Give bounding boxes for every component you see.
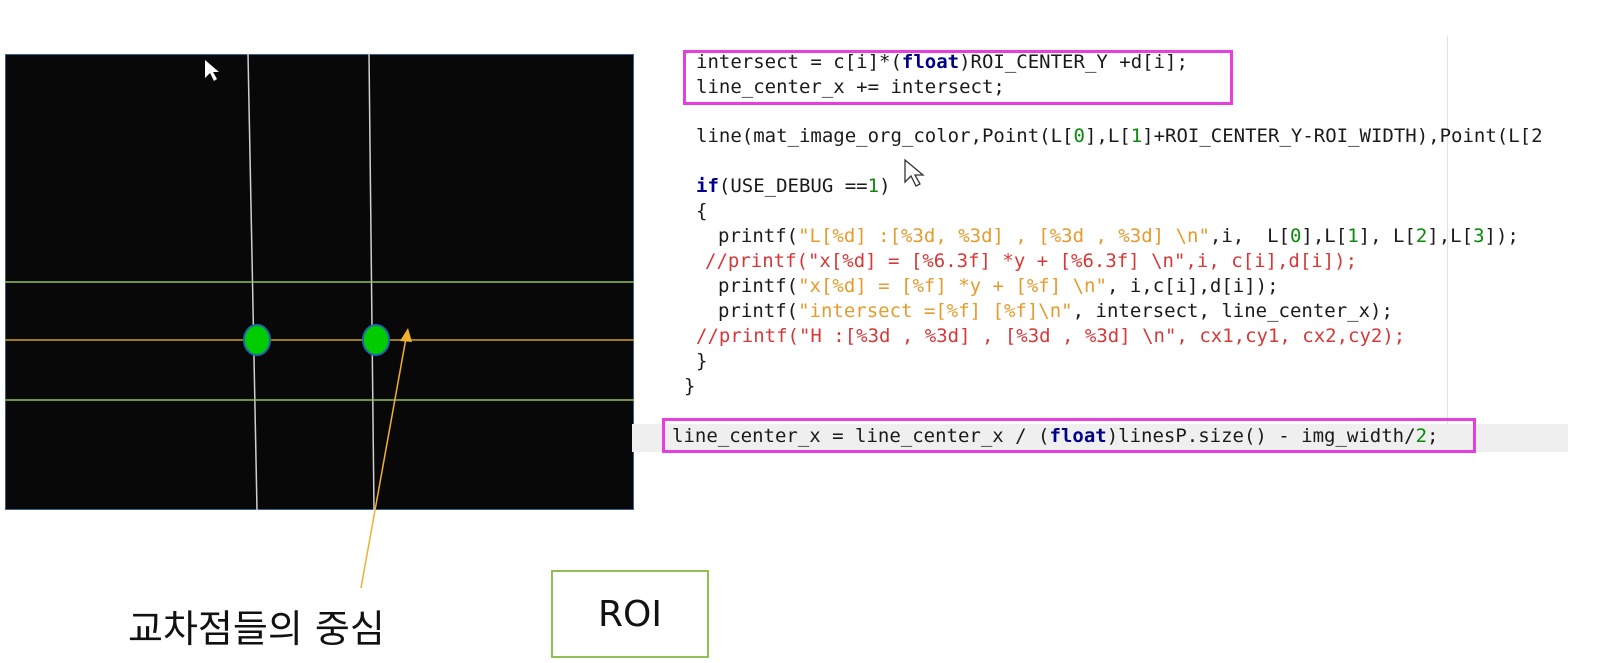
code-line-13: line_center_x = line_center_x / (float)l…	[672, 425, 1439, 447]
code-line-11: }	[696, 350, 708, 372]
mouse-cursor-icon	[205, 60, 219, 81]
code-line-3: line(mat_image_org_color,Point(L[0],L[1]…	[696, 125, 1543, 147]
intersection-point-right	[362, 324, 390, 356]
code-line-4: if(USE_DEBUG ==1)	[696, 175, 891, 197]
roi-visualization	[5, 54, 634, 510]
code-line-5: {	[696, 200, 708, 222]
roi-legend-label: ROI	[598, 593, 662, 635]
code-line-8: printf("x[%d] = [%f] *y + [%f] \n", i,c[…	[718, 275, 1279, 297]
code-editor	[632, 36, 1568, 460]
intersection-center-caption: 교차점들의 중심	[128, 607, 385, 651]
code-line-1: intersect = c[i]*(float)ROI_CENTER_Y +d[…	[696, 51, 1188, 73]
current-line-highlight	[632, 424, 1568, 452]
code-line-6: printf("L[%d] :[%3d, %3d] , [%3d , %3d] …	[718, 225, 1519, 247]
code-line-7: //printf("x[%d] = [%6.3f] *y + [%6.3f] \…	[705, 250, 1358, 272]
roi-legend-box: ROI	[551, 570, 709, 658]
code-line-10: //printf("H :[%3d , %3d] , [%3d , %3d] \…	[696, 325, 1406, 347]
editor-column-guide	[1447, 36, 1448, 424]
highlight-box-intersect	[683, 50, 1233, 105]
intersection-point-left	[243, 324, 271, 356]
code-line-2: line_center_x += intersect;	[696, 76, 1005, 98]
mouse-pointer-icon	[904, 158, 925, 187]
arrow-head-icon	[400, 328, 412, 342]
arrow-shaft	[360, 337, 407, 589]
code-line-9: printf("intersect =[%f] [%f]\n", interse…	[718, 300, 1393, 322]
highlight-box-line-center	[662, 418, 1476, 453]
code-line-12: }	[684, 375, 696, 397]
